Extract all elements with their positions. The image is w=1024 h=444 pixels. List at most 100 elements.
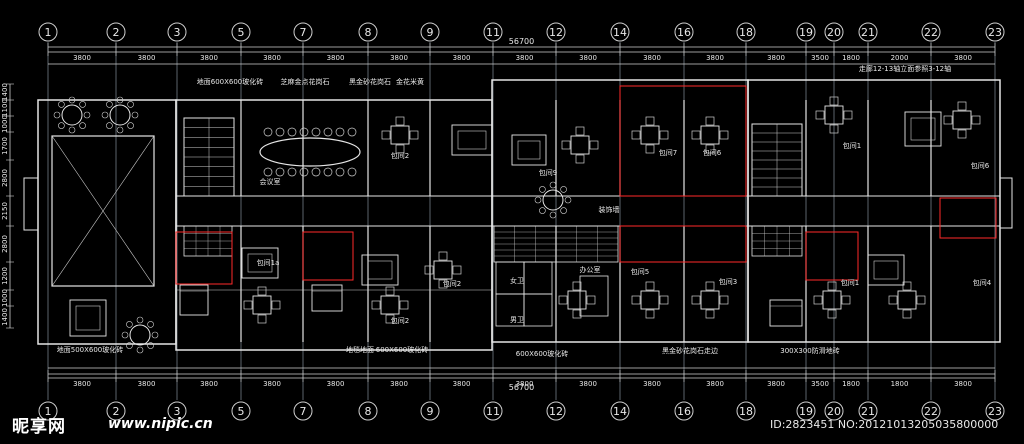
label-room-2a: 包间2 bbox=[391, 316, 409, 325]
chair bbox=[53, 111, 61, 119]
dim-text: 3800 bbox=[453, 380, 471, 388]
right-entry-block bbox=[999, 177, 1013, 229]
chair bbox=[549, 211, 557, 219]
chair bbox=[424, 265, 434, 275]
chair bbox=[841, 295, 851, 305]
axis-bubbles: 1122335577889911111212141416161818191920… bbox=[38, 22, 1005, 421]
axis-bubble bbox=[358, 401, 378, 421]
lounge-table bbox=[517, 140, 541, 160]
chair bbox=[299, 167, 309, 177]
axis-bubble bbox=[921, 401, 941, 421]
axis-label-bottom: 14 bbox=[613, 405, 627, 418]
axis-bubble bbox=[858, 401, 878, 421]
label-room-6: 包间6 bbox=[703, 148, 722, 157]
office-desk bbox=[579, 275, 609, 317]
dining-table bbox=[952, 110, 972, 130]
dim-text: 3800 bbox=[516, 380, 534, 388]
axis-bubble bbox=[231, 401, 251, 421]
chair bbox=[572, 281, 582, 291]
chair bbox=[263, 127, 273, 137]
dim-text: 3800 bbox=[579, 380, 597, 388]
label-granite-2: 黑金砂花岗石 bbox=[349, 77, 391, 86]
axis-label-bottom: 5 bbox=[238, 405, 245, 418]
walls bbox=[23, 79, 1013, 351]
axis-bubble bbox=[824, 22, 844, 42]
lounge-set bbox=[511, 134, 547, 166]
chair bbox=[136, 316, 144, 324]
chair bbox=[705, 281, 715, 291]
chair bbox=[564, 196, 572, 204]
axis-label-top: 22 bbox=[924, 26, 938, 39]
axis-label-top: 23 bbox=[988, 26, 1002, 39]
chair bbox=[705, 144, 715, 154]
chair bbox=[243, 300, 253, 310]
chair bbox=[719, 295, 729, 305]
dim-text: 3800 bbox=[327, 380, 345, 388]
axis-label-top: 11 bbox=[486, 26, 500, 39]
chair bbox=[126, 321, 133, 328]
chair bbox=[589, 140, 599, 150]
dim-text: 3800 bbox=[138, 380, 156, 388]
label-antislip: 300X300防滑地砖 bbox=[780, 346, 840, 355]
lounge-table bbox=[910, 117, 936, 141]
dim-text: 2800 bbox=[1, 235, 9, 253]
label-wc-f: 女卫 bbox=[510, 276, 524, 285]
dining-table bbox=[824, 105, 844, 125]
chair bbox=[127, 122, 134, 129]
dim-text: 3800 bbox=[73, 380, 91, 388]
label-floor-tile: 地面600X600玻化砖 bbox=[197, 77, 264, 86]
dim-text: 3800 bbox=[390, 54, 408, 62]
chair bbox=[631, 130, 641, 140]
chair bbox=[147, 342, 154, 349]
axis-bubble bbox=[674, 22, 694, 42]
axis-bubble bbox=[610, 401, 630, 421]
axis-bubble bbox=[796, 401, 816, 421]
dining-table bbox=[252, 295, 272, 315]
label-floor-tile-mid: 600X600玻化砖 bbox=[376, 345, 429, 354]
axis-bubble bbox=[38, 401, 58, 421]
label-room-1: 包间1 bbox=[843, 141, 861, 150]
chair bbox=[58, 122, 65, 129]
chair bbox=[452, 265, 462, 275]
label-room-1a: 包间1a bbox=[257, 258, 280, 267]
chair bbox=[827, 309, 837, 319]
chair bbox=[916, 295, 926, 305]
dim-text: 3800 bbox=[706, 380, 724, 388]
round-table bbox=[542, 189, 564, 211]
chair bbox=[534, 196, 542, 204]
chair bbox=[888, 295, 898, 305]
dim-text: 1800 bbox=[842, 380, 860, 388]
dim-text: 3500 bbox=[811, 380, 829, 388]
chair bbox=[83, 111, 91, 119]
dim-text: 3800 bbox=[263, 380, 281, 388]
dim-text: 3800 bbox=[200, 54, 218, 62]
chair bbox=[399, 300, 409, 310]
label-floor-carpet: 地毯地面 bbox=[346, 345, 374, 354]
red-outline bbox=[619, 85, 747, 197]
axis-bubble bbox=[293, 22, 313, 42]
conference-table bbox=[259, 137, 361, 167]
axis-label-bottom: 3 bbox=[174, 405, 181, 418]
axis-label-bottom: 22 bbox=[924, 405, 938, 418]
axis-bubble bbox=[674, 401, 694, 421]
dining-table bbox=[897, 290, 917, 310]
chair bbox=[691, 295, 701, 305]
axis-bubble bbox=[985, 401, 1005, 421]
label-wc-m: 男卫 bbox=[510, 316, 524, 324]
dim-text: 3800 bbox=[516, 54, 534, 62]
chair bbox=[116, 96, 124, 104]
dim-text: 1700 bbox=[1, 137, 9, 155]
axis-bubble bbox=[921, 22, 941, 42]
chair bbox=[645, 309, 655, 319]
bed bbox=[769, 299, 803, 327]
lounge-set bbox=[361, 254, 399, 286]
dim-text: 3500 bbox=[811, 54, 829, 62]
axis-label-top: 18 bbox=[739, 26, 753, 39]
dim-text: 3800 bbox=[453, 54, 471, 62]
axis-bubble bbox=[420, 22, 440, 42]
chair bbox=[126, 342, 133, 349]
chair bbox=[705, 309, 715, 319]
axis-bubble bbox=[546, 22, 566, 42]
chair bbox=[121, 331, 129, 339]
axis-bubble bbox=[858, 22, 878, 42]
